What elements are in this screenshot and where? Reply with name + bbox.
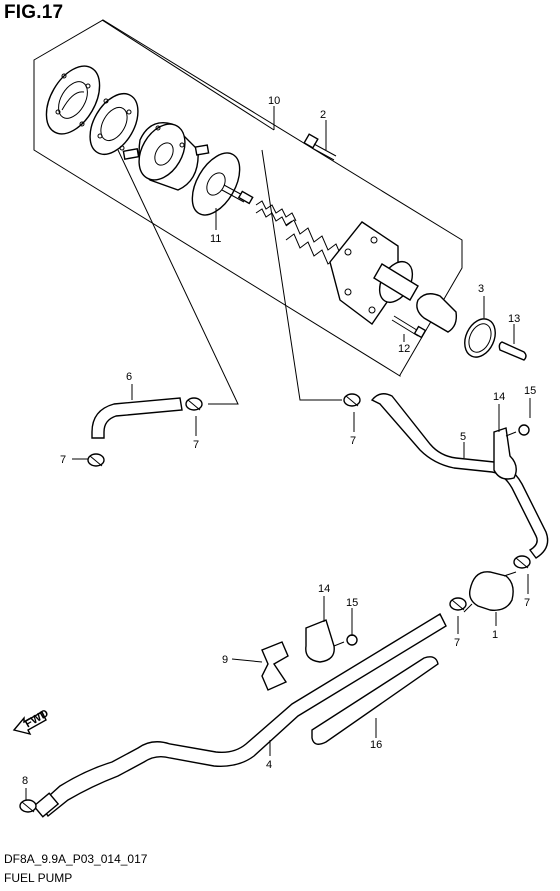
part-clip-7-e[interactable] (449, 597, 467, 611)
part-hose-4[interactable] (32, 613, 447, 818)
callout-2: 2 (320, 109, 326, 121)
callout-3: 3 (478, 283, 484, 295)
callout-12: 12 (398, 343, 410, 355)
callout-14-b: 14 (318, 583, 330, 595)
part-clip-9[interactable] (261, 641, 289, 691)
part-clamp-14-b[interactable] (305, 619, 335, 663)
leader-hose-6 (117, 149, 239, 405)
part-o-ring-3[interactable] (459, 314, 501, 362)
part-hose-16[interactable] (311, 656, 439, 745)
callout-8: 8 (22, 775, 28, 787)
part-clamp-14-a[interactable] (493, 427, 517, 480)
part-fuel-filter-1[interactable] (463, 571, 517, 613)
callout-7-d: 7 (524, 597, 530, 609)
part-small-spring[interactable] (255, 200, 297, 226)
part-pin-13[interactable] (498, 341, 527, 361)
footer-code: DF8A_9.9A_P03_014_017 (4, 852, 148, 866)
callout-15-b: 15 (346, 597, 358, 609)
callout-4: 4 (266, 759, 272, 771)
callout-14-a: 14 (493, 391, 505, 403)
callout-leaders (25, 19, 531, 800)
part-hose-6[interactable] (91, 397, 183, 439)
part-bolt-2[interactable] (303, 133, 337, 161)
fwd-label: FWD (23, 707, 51, 730)
part-plunger[interactable] (416, 293, 458, 333)
part-screw-15-a[interactable] (505, 424, 530, 437)
part-clip-8[interactable] (19, 799, 37, 813)
part-gasket-plate[interactable] (35, 57, 110, 143)
part-screw-15-b[interactable] (333, 634, 358, 647)
part-cover-bracket[interactable] (329, 221, 419, 325)
callout-7-e: 7 (454, 637, 460, 649)
part-screw-12[interactable] (391, 315, 427, 339)
callout-11: 11 (210, 233, 221, 245)
callout-13: 13 (508, 313, 520, 325)
leader-hose-5 (261, 149, 342, 401)
callout-5: 5 (460, 431, 466, 443)
part-clip-7-c[interactable] (343, 393, 361, 407)
part-hose-5[interactable] (370, 393, 549, 559)
callout-7-a: 7 (193, 439, 199, 451)
part-pump-body[interactable] (122, 116, 210, 191)
part-diaphragm[interactable] (80, 85, 148, 162)
callout-6: 6 (126, 371, 132, 383)
part-diaphragm-shaft[interactable] (183, 145, 254, 223)
part-clip-7-a[interactable] (185, 397, 203, 411)
callout-7-b: 7 (60, 454, 66, 466)
footer-name: FUEL PUMP (4, 871, 73, 885)
callout-1: 1 (492, 629, 498, 641)
fwd-arrow-icon (12, 711, 47, 736)
callout-10: 10 (268, 95, 280, 107)
callout-7-c: 7 (350, 435, 356, 447)
callout-15-a: 15 (524, 385, 536, 397)
figure-title: FIG.17 (4, 2, 64, 23)
callout-9: 9 (222, 654, 228, 666)
part-large-spring[interactable] (285, 219, 343, 265)
part-clip-7-d[interactable] (513, 555, 531, 569)
callout-16: 16 (370, 739, 382, 751)
part-clip-7-b[interactable] (87, 453, 105, 467)
